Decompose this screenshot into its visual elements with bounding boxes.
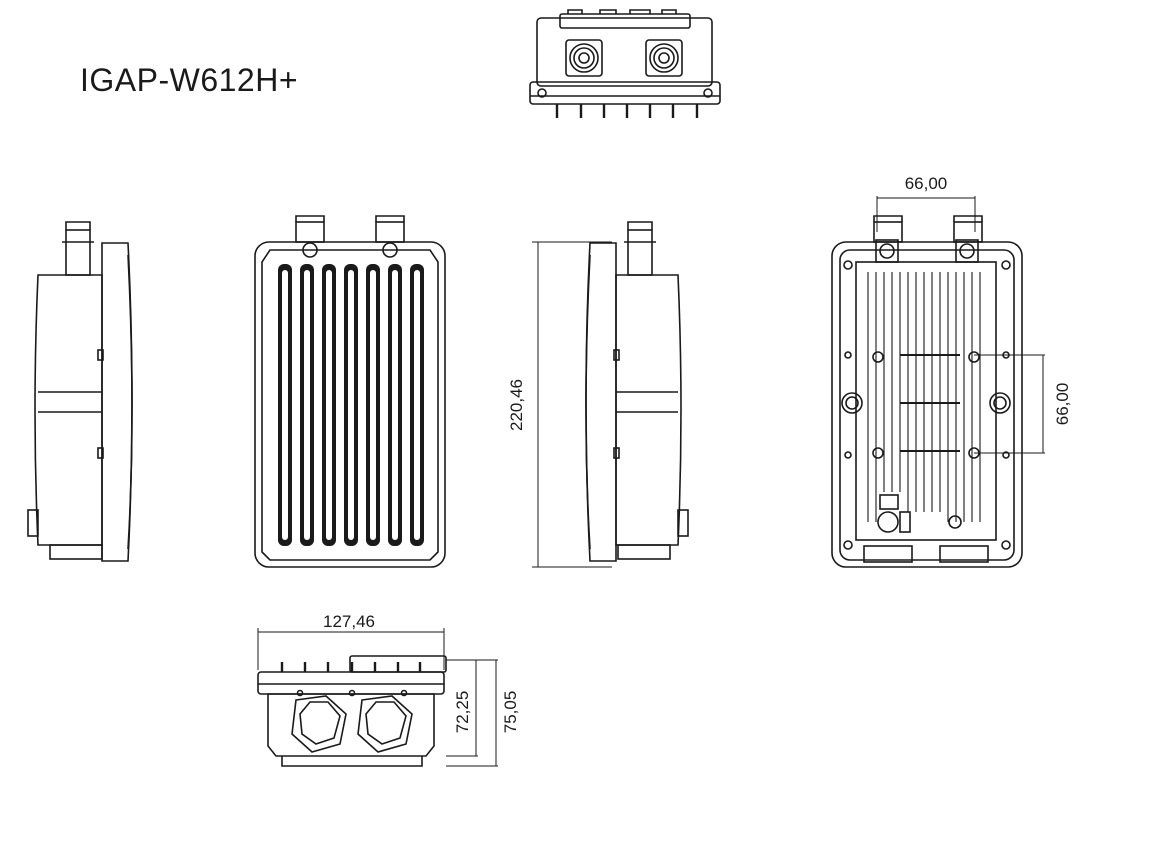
- model-title: IGAP-W612H+: [80, 62, 299, 98]
- left-side-view: [27, 221, 133, 562]
- height-dimension: [532, 241, 612, 568]
- back-view: [831, 215, 1023, 568]
- mount-spacing-dimension: [974, 354, 1045, 454]
- depth-body-label: 72,25: [453, 691, 472, 734]
- width-dimension: [257, 628, 445, 670]
- front-view: [254, 215, 446, 568]
- depth-dimensions: [446, 659, 498, 767]
- antenna-spacing-label: 66,00: [905, 174, 948, 193]
- antenna-spacing-dimension: [876, 196, 976, 232]
- height-label: 220,46: [507, 379, 526, 431]
- bottom-view: [257, 655, 447, 767]
- depth-total-label: 75,05: [501, 691, 520, 734]
- mount-spacing-label: 66,00: [1053, 383, 1072, 426]
- top-view: [529, 9, 721, 118]
- right-side-view: [585, 221, 689, 562]
- width-label: 127,46: [323, 612, 375, 631]
